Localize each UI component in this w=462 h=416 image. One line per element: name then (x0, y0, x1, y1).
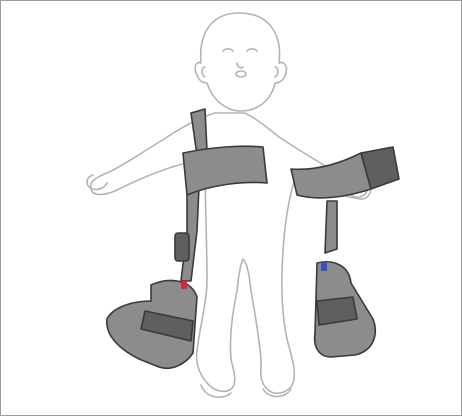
infant-mouth (236, 71, 246, 77)
left-buckle (175, 233, 189, 261)
right-marker (321, 263, 327, 271)
infant-head (195, 13, 286, 111)
left-marker (181, 281, 187, 289)
right-side-strap (325, 201, 337, 253)
